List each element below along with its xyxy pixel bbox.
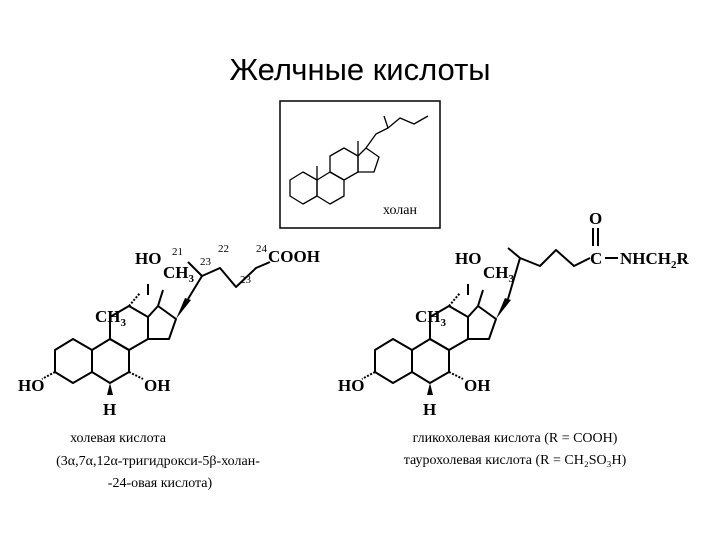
cholane-frame	[279, 100, 441, 229]
cholic-num-22: 22	[218, 243, 229, 255]
cholic-num-23a: 23	[200, 256, 212, 268]
conj-nhch2r: NHCH2R	[620, 249, 690, 271]
conj-caption-line1: гликохолевая кислота (R = COOH)	[413, 431, 618, 446]
cholic-ch3-top: CH3	[163, 263, 195, 285]
conj-5beta-h-wedge	[427, 383, 433, 395]
page-title: Желчные кислоты	[229, 52, 491, 87]
cholic-12-link	[128, 292, 141, 307]
cholic-side-chain	[187, 261, 271, 300]
conj-ch3-left: CH3	[415, 307, 447, 329]
conjugate-structure: HO OH H CH3 HO CH3 O C NHCH2R гликохолев…	[338, 209, 690, 468]
cholic-oh-right: OH	[144, 376, 170, 395]
cholic-methyl-18	[157, 289, 164, 307]
cholic-cooh: COOH	[268, 247, 320, 266]
cholic-7-oh-bond	[128, 371, 144, 380]
conj-12-link	[448, 292, 461, 307]
cholic-caption-line1: холевая кислота	[70, 431, 167, 446]
cholic-ch3-left: CH3	[95, 307, 127, 329]
cholic-caption-line3: -24-овая кислота)	[108, 476, 213, 491]
conj-side-chain	[507, 249, 591, 300]
cholane-label: холан	[383, 203, 417, 218]
cholic-ho-top: HO	[135, 249, 161, 268]
conj-h: H	[423, 400, 436, 419]
cholic-methyl-21	[187, 261, 203, 277]
conj-caption-line2: таурохолевая кислота (R = CH₂SO₃H)	[404, 453, 627, 468]
cholane-rings	[289, 147, 380, 205]
cholic-caption-line2: (3α,7α,12α-тригидрокси-5β-холан-	[56, 454, 260, 469]
conj-3-oh-bond	[361, 371, 376, 380]
cholic-num-21: 21	[172, 246, 183, 258]
conj-ch3-top: CH3	[483, 263, 515, 285]
cholic-num-23b: 23	[240, 274, 252, 286]
conj-o: O	[589, 209, 602, 228]
conj-ho-left: HO	[338, 376, 364, 395]
cholic-acid-structure: HO OH H CH3 HO CH3 COOH 21 23 22 23 24 х…	[18, 243, 320, 491]
cholane-methyl-21	[383, 115, 389, 129]
conj-oh-right: OH	[464, 376, 490, 395]
conj-side-wedge	[496, 298, 511, 319]
cholic-h: H	[103, 400, 116, 419]
conj-ho-top: HO	[455, 249, 481, 268]
cholic-5beta-h-wedge	[107, 383, 113, 395]
conj-c: C	[590, 249, 602, 268]
conj-methyl-18	[477, 289, 484, 307]
cholane-structure: холан	[279, 100, 441, 229]
cholic-3-oh-bond	[41, 371, 56, 380]
conj-methyl-21	[507, 247, 521, 259]
cholane-side-chain	[365, 115, 429, 149]
cholic-num-24: 24	[256, 243, 268, 255]
cholic-ho-left: HO	[18, 376, 44, 395]
cholic-side-wedge	[176, 298, 191, 319]
conj-7-oh-bond	[448, 371, 464, 380]
